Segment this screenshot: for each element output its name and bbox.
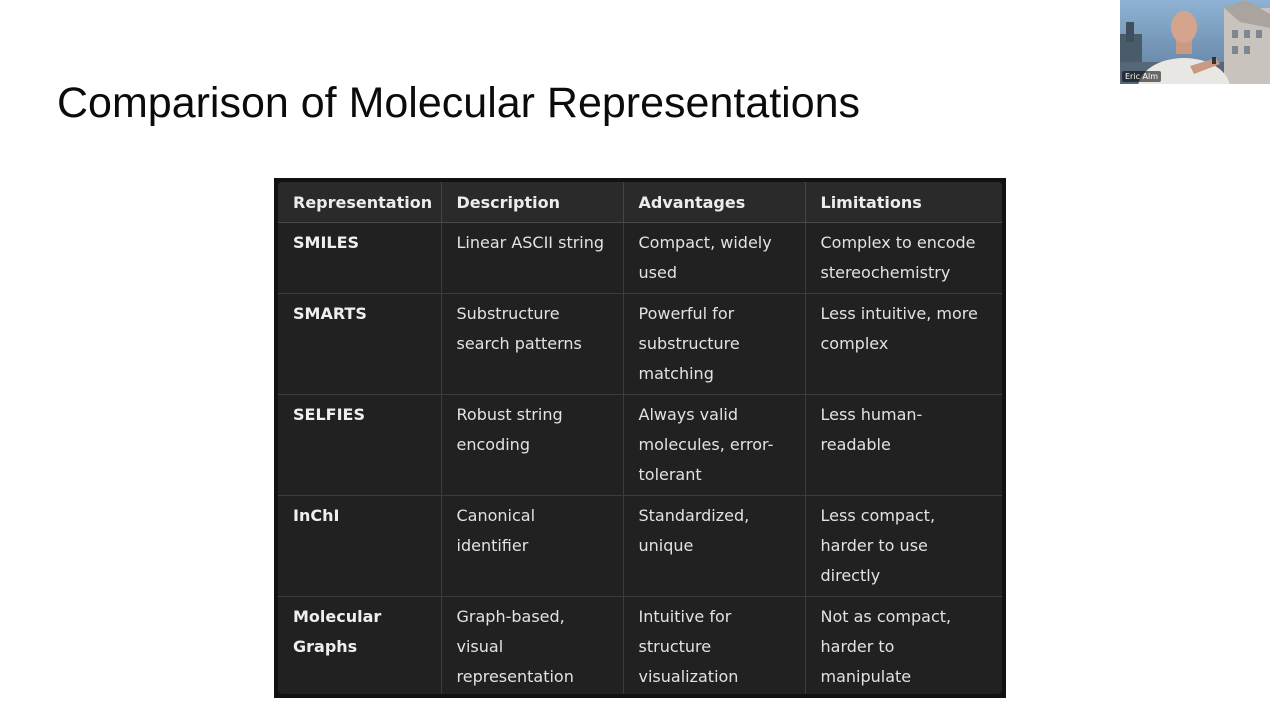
cell-description: Linear ASCII string (441, 222, 624, 294)
table-header-row: Representation Description Advantages Li… (278, 182, 1002, 223)
cell-limitations: Complex to encode stereochemistry (805, 222, 1002, 294)
cell-limitations: Not as compact, harder to manipulate (820, 607, 952, 686)
participant-video-tile[interactable]: Eric Alm (1120, 0, 1270, 84)
cell-advantages: Powerful for substructure matching (623, 293, 806, 395)
cell-description: Substructure search patterns (441, 293, 624, 395)
table-body: SMILES Linear ASCII string Compact, wide… (278, 222, 1002, 694)
participant-video-feed (1120, 0, 1270, 84)
cell-representation: SMILES (278, 222, 442, 294)
table-row: Molecular Graphs Graph-based, visual rep… (278, 596, 1002, 694)
table-row: SMILES Linear ASCII string Compact, wide… (278, 222, 1002, 294)
table-row: InChI Canonical identifier Standardized,… (278, 495, 1002, 597)
comparison-table-container: Representation Description Advantages Li… (274, 178, 1006, 698)
cell-representation: InChI (278, 495, 442, 597)
participant-name-label: Eric Alm (1122, 71, 1161, 82)
slide-title: Comparison of Molecular Representations (57, 79, 861, 127)
table-row: SELFIES Robust string encoding Always va… (278, 394, 1002, 496)
table-header: Representation Description Advantages Li… (278, 182, 1002, 223)
cell-advantages: Compact, widely used (623, 222, 806, 294)
cell-description: Graph-based, visual representation (441, 596, 624, 694)
cell-limitations: Less intuitive, more complex (805, 293, 1002, 395)
column-header-limitations: Limitations (805, 182, 1002, 223)
cell-representation: SMARTS (278, 293, 442, 395)
column-header-representation: Representation (278, 182, 442, 223)
cell-description: Canonical identifier (441, 495, 624, 597)
cell-description: Robust string encoding (441, 394, 624, 496)
cell-limitations: Less compact, harder to use directly (805, 495, 1002, 597)
cell-advantages: Intuitive for structure visualization (623, 596, 806, 694)
cell-advantages: Always valid molecules, error-tolerant (623, 394, 806, 496)
comparison-table-panel: Representation Description Advantages Li… (278, 182, 1002, 694)
column-header-advantages: Advantages (623, 182, 806, 223)
cell-representation: SELFIES (278, 394, 442, 496)
cell-advantages: Standardized, unique (623, 495, 806, 597)
comparison-table: Representation Description Advantages Li… (278, 182, 1002, 694)
cell-limitations: Less human-readable (805, 394, 1002, 496)
table-row: SMARTS Substructure search patterns Powe… (278, 293, 1002, 395)
cell-representation: Molecular Graphs (278, 596, 442, 694)
column-header-description: Description (441, 182, 624, 223)
